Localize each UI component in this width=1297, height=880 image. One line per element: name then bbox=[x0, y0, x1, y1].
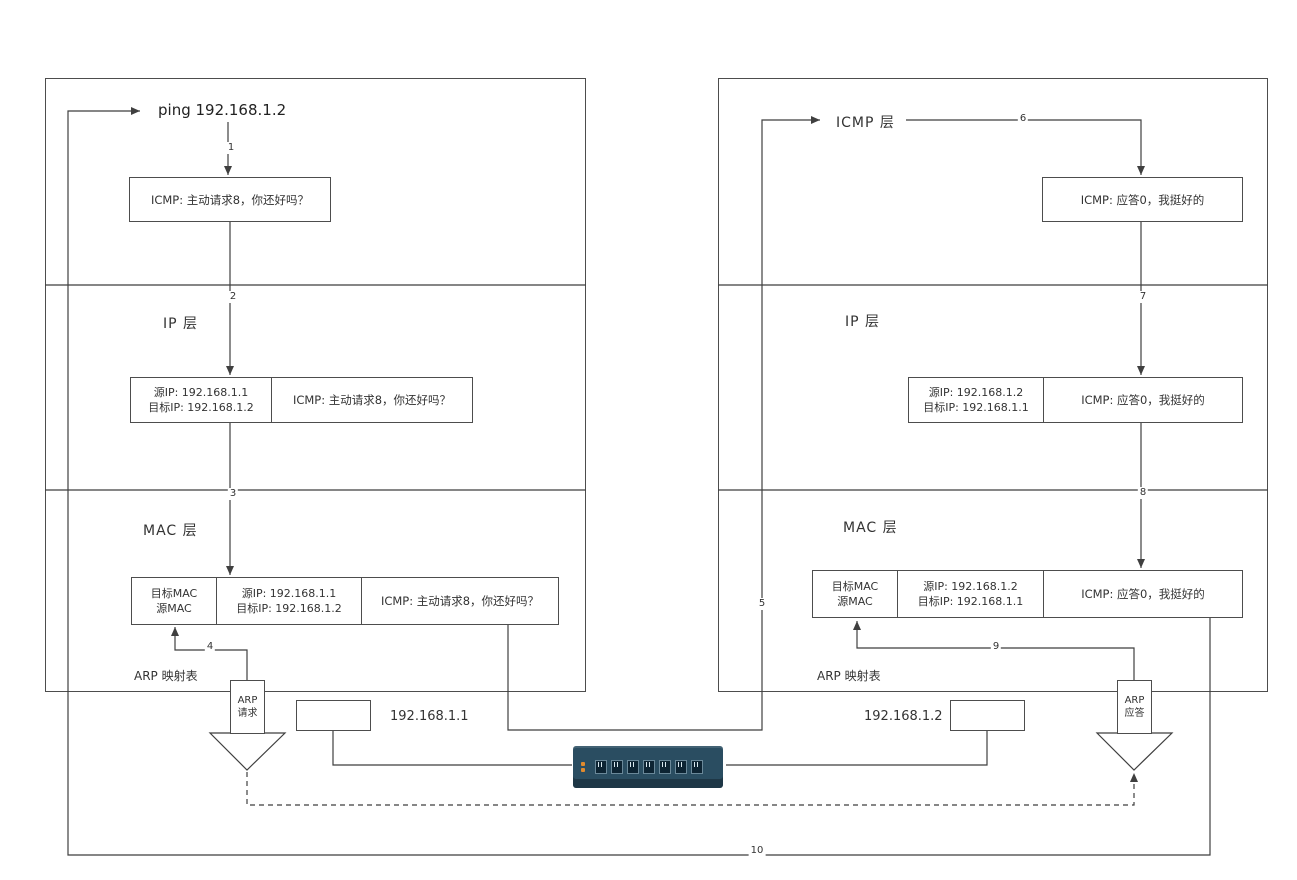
left-icmp-request-box: ICMP: 主动请求8，你还好吗？ bbox=[129, 177, 331, 222]
step-label-3: 3 bbox=[227, 488, 239, 500]
step-label-4: 4 bbox=[204, 641, 216, 653]
right-mac-header-cell: 目标MAC 源MAC bbox=[813, 571, 898, 617]
network-switch bbox=[573, 746, 723, 788]
wire-arp-broadcast bbox=[246, 772, 1138, 806]
left-mac-layer-label: MAC 层 bbox=[143, 523, 198, 539]
right-ip-packet-box: 源IP: 192.168.1.2 目标IP: 192.168.1.1 ICMP:… bbox=[908, 377, 1243, 423]
left-mac-frame-box: 目标MAC 源MAC 源IP: 192.168.1.1 目标IP: 192.16… bbox=[131, 577, 559, 625]
left-mac-dst: 目标MAC bbox=[150, 587, 198, 600]
right-ip-header-cell: 源IP: 192.168.1.2 目标IP: 192.168.1.1 bbox=[909, 378, 1044, 422]
right-mac-dst: 目标MAC bbox=[831, 580, 879, 593]
arp-request-word1: ARP bbox=[237, 695, 258, 706]
left-ip-payload-cell: ICMP: 主动请求8，你还好吗？ bbox=[292, 393, 452, 407]
switch-led-icons bbox=[581, 761, 585, 773]
left-ip-header-cell: 源IP: 192.168.1.1 目标IP: 192.168.1.2 bbox=[131, 378, 272, 422]
right-mac-src: 源MAC bbox=[837, 595, 873, 608]
step-label-1: 1 bbox=[225, 142, 237, 154]
step-label-5: 5 bbox=[756, 598, 768, 610]
left-nic-ip-label: 192.168.1.1 bbox=[390, 709, 469, 724]
wire-step6 bbox=[906, 119, 1145, 175]
arp-reply-word2: 应答 bbox=[1124, 708, 1145, 719]
wire-left-nic-switch bbox=[332, 731, 572, 766]
step-label-6: 6 bbox=[1017, 113, 1029, 125]
step-label-8: 8 bbox=[1137, 487, 1149, 499]
step-label-10: 10 bbox=[748, 845, 766, 857]
ping-command-label: ping 192.168.1.2 bbox=[158, 101, 287, 119]
left-mac-src: 源MAC bbox=[156, 602, 192, 615]
left-mac-header-cell: 目标MAC 源MAC bbox=[132, 578, 217, 624]
left-ip-packet-box: 源IP: 192.168.1.1 目标IP: 192.168.1.2 ICMP:… bbox=[130, 377, 473, 423]
right-mac-payload-cell: ICMP: 应答0，我挺好的 bbox=[1081, 587, 1205, 601]
right-ip-src: 源IP: 192.168.1.2 bbox=[928, 386, 1024, 399]
left-mac-ip-src: 源IP: 192.168.1.1 bbox=[241, 587, 337, 600]
right-icmp-layer-label: ICMP 层 bbox=[836, 115, 895, 131]
right-ip-dst: 目标IP: 192.168.1.1 bbox=[923, 401, 1029, 414]
right-ip-payload-cell: ICMP: 应答0，我挺好的 bbox=[1081, 393, 1205, 407]
right-mac-frame-box: 目标MAC 源MAC 源IP: 192.168.1.2 目标IP: 192.16… bbox=[812, 570, 1243, 618]
step-label-7: 7 bbox=[1137, 291, 1149, 303]
right-arp-table-label: ARP 映射表 bbox=[817, 669, 881, 683]
left-ip-layer-label: IP 层 bbox=[163, 316, 199, 332]
arp-reply-box: ARP 应答 bbox=[1117, 680, 1152, 734]
left-mac-ip-cell: 源IP: 192.168.1.1 目标IP: 192.168.1.2 bbox=[217, 578, 362, 624]
wire-step5 bbox=[507, 116, 820, 731]
right-mac-ip-dst: 目标IP: 192.168.1.1 bbox=[917, 595, 1024, 608]
arp-reply-funnel bbox=[1095, 732, 1174, 771]
step-label-9: 9 bbox=[990, 641, 1002, 653]
step-label-2: 2 bbox=[227, 291, 239, 303]
arp-request-box: ARP 请求 bbox=[230, 680, 265, 734]
left-mac-payload-cell: ICMP: 主动请求8，你还好吗？ bbox=[380, 594, 540, 608]
arp-reply-word1: ARP bbox=[1124, 695, 1145, 706]
wire-right-nic-switch bbox=[726, 731, 988, 766]
right-icmp-reply-box: ICMP: 应答0，我挺好的 bbox=[1042, 177, 1243, 222]
left-arp-table-label: ARP 映射表 bbox=[134, 669, 198, 683]
right-mac-ip-cell: 源IP: 192.168.1.2 目标IP: 192.168.1.1 bbox=[898, 571, 1044, 617]
right-nic-ip-label: 192.168.1.2 bbox=[864, 709, 943, 724]
wire-step10 bbox=[67, 107, 1211, 856]
right-ip-layer-label: IP 层 bbox=[845, 314, 881, 330]
left-mac-ip-dst: 目标IP: 192.168.1.2 bbox=[236, 602, 342, 615]
right-mac-layer-label: MAC 层 bbox=[843, 520, 898, 536]
left-ip-dst: 目标IP: 192.168.1.2 bbox=[148, 401, 254, 414]
left-nic-box bbox=[296, 700, 371, 731]
right-mac-ip-src: 源IP: 192.168.1.2 bbox=[923, 580, 1018, 593]
left-ip-src: 源IP: 192.168.1.1 bbox=[153, 386, 249, 399]
right-nic-box bbox=[950, 700, 1025, 731]
switch-port-icons bbox=[595, 760, 703, 774]
arp-request-funnel bbox=[208, 732, 287, 771]
arp-request-word2: 请求 bbox=[237, 708, 258, 719]
